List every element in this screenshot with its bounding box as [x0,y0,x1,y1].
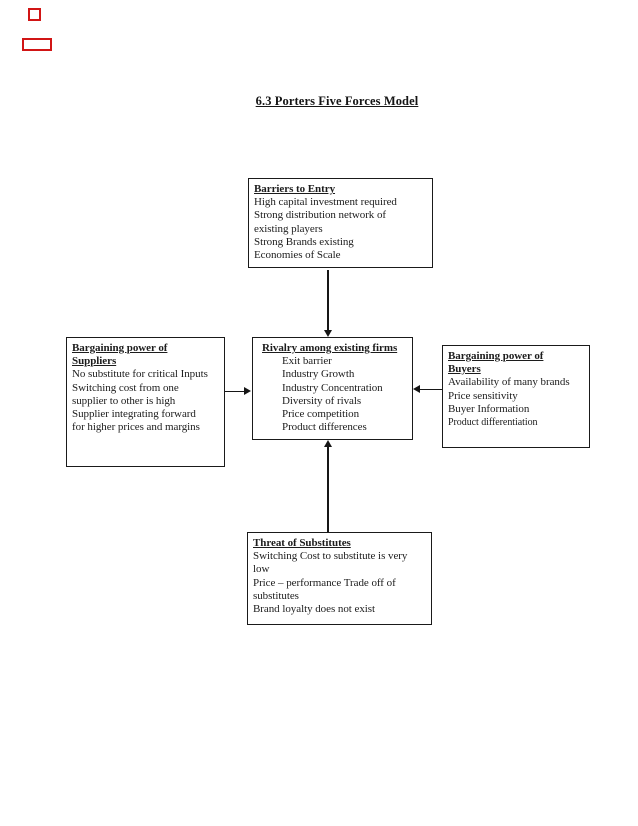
text-line: Industry Concentration [282,381,383,394]
box-heading: Barriers to Entry [254,183,336,195]
text-line: Switching Cost to substitute is very [253,550,408,563]
text-line: Availability of many brands [448,376,570,389]
text-line: Price sensitivity [448,389,518,402]
text-line: Suppliers [72,355,117,368]
text-line: Diversity of rivals [282,394,362,407]
arrow-suppliers-to-rivalry-line [225,390,245,392]
arrow-suppliers-to-rivalry-head-icon [244,387,251,395]
arrow-substitutes-to-rivalry-head-icon [324,440,332,447]
text-line: low [253,563,270,576]
arrow-buyers-to-rivalry-head-icon [413,385,420,393]
text-line: Product differences [282,421,367,434]
box-heading: Threat of Substitutes [253,537,351,549]
text-line: Buyer Information [448,402,530,415]
box-barriers-to-entry: Barriers to Entry High capital investmen… [248,178,433,268]
text-line: Buyers [448,363,481,376]
text-line: substitutes [253,589,299,602]
arrow-buyers-to-rivalry-line [420,388,442,390]
text-line: Product differentiation [448,417,538,429]
arrow-barriers-to-rivalry-head-icon [324,330,332,337]
box-heading: Rivalry among existing firms [262,342,398,354]
text-line: existing players [254,222,323,235]
text-line: Price competition [282,408,360,421]
text-line: Bargaining power of [72,342,168,354]
page-title: 6.3 Porters Five Forces Model [255,94,419,108]
text-line: Switching cost from one [72,381,179,394]
text-line: supplier to other is high [72,394,176,407]
text-line: High capital investment required [254,196,397,209]
arrow-barriers-to-rivalry-line [327,270,329,331]
text-line: Bargaining power of [448,350,544,362]
text-line: Brand loyalty does not exist [253,603,376,616]
text-line: No substitute for critical Inputs [72,368,208,381]
box-threat-of-substitutes: Threat of Substitutes Switching Cost to … [247,532,432,625]
text-line: Strong Brands existing [254,235,354,248]
annotation-mark-rect [22,38,52,51]
text-line: Price – performance Trade off of [253,576,396,589]
text-line: for higher prices and margins [72,421,200,434]
text-line: Industry Growth [282,368,355,381]
text-line: Supplier integrating forward [72,408,196,421]
text-line: Exit barrier [282,355,332,368]
text-line: Economies of Scale [254,249,341,262]
text-line: Strong distribution network of [254,209,387,222]
annotation-mark-square [28,8,41,21]
arrow-substitutes-to-rivalry-line [327,447,329,532]
box-rivalry-among-existing-firms: Rivalry among existing firms Exit barrie… [252,337,413,440]
